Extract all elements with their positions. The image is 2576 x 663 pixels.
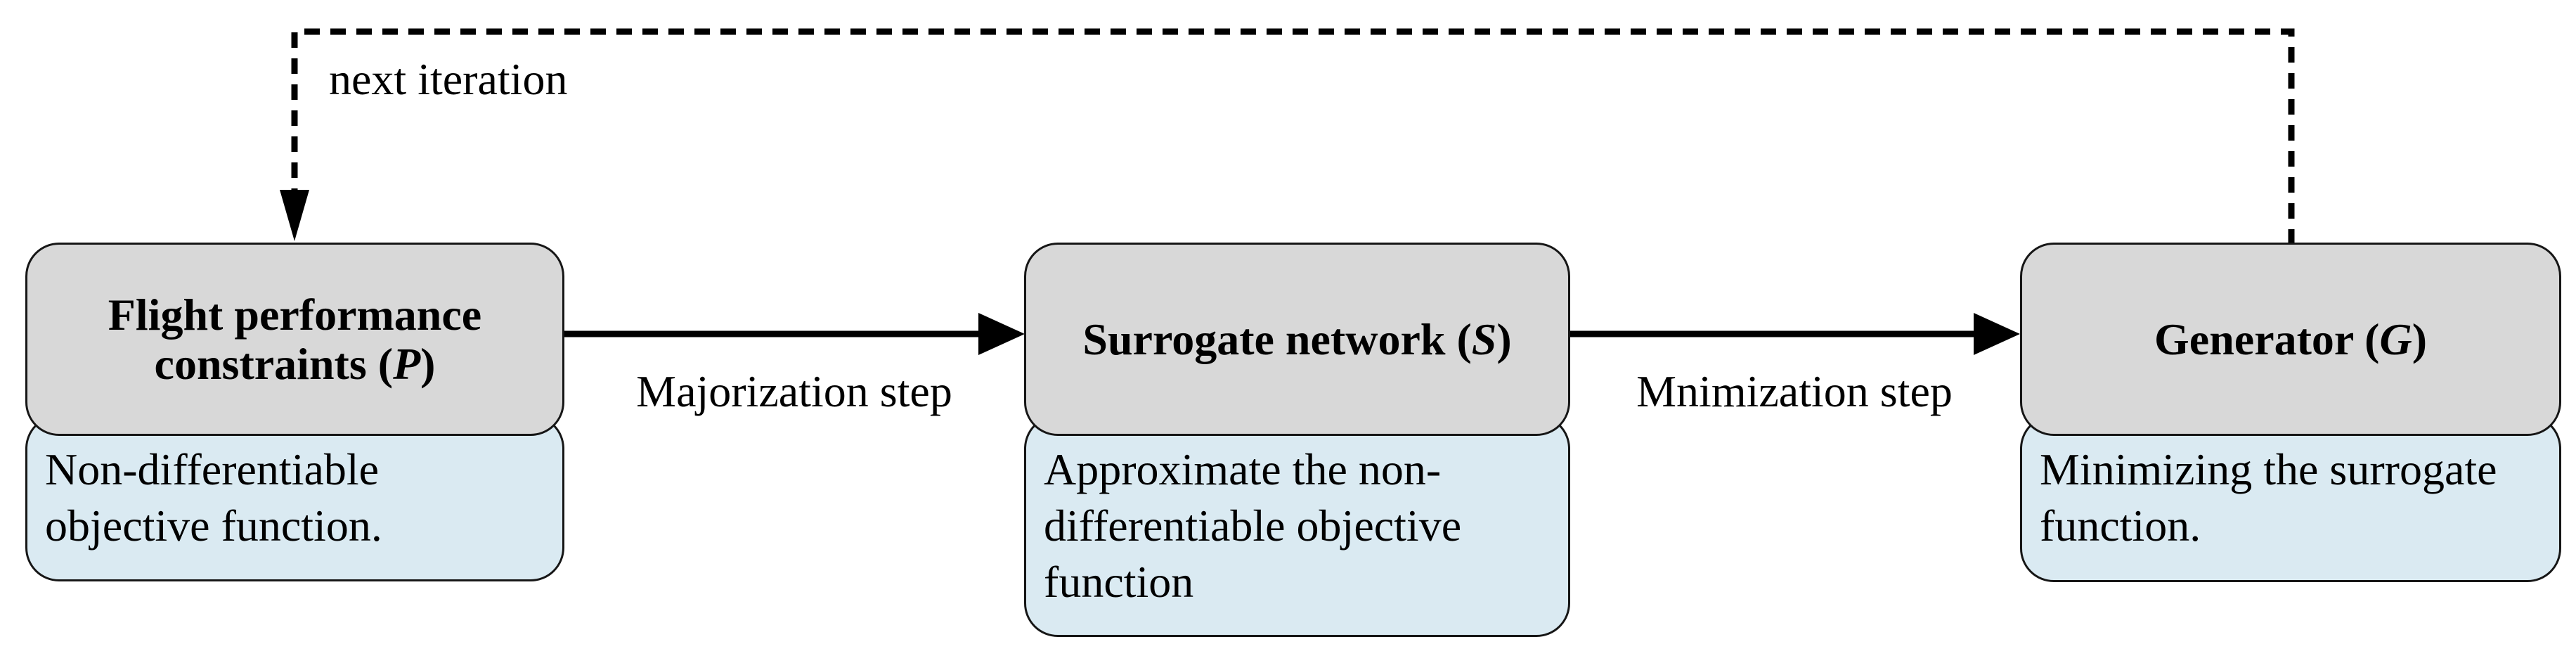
box-generator-title: Generator (G): [2140, 314, 2441, 364]
minimization-step-label: Mnimization step: [1636, 366, 1953, 416]
title-variable: P: [393, 338, 421, 389]
feedback-dashed-path: [291, 28, 2295, 245]
next-iteration-label: next iteration: [329, 54, 568, 104]
title-close-paren: ): [420, 338, 436, 389]
box-generator-header: Generator (G): [2020, 243, 2561, 436]
title-text: Surrogate network (: [1082, 314, 1472, 364]
box-surrogate-network: Surrogate network (S) Approximate the no…: [1024, 243, 1570, 637]
majorization-step-label: Majorization step: [636, 366, 952, 416]
title-text: Generator (: [2154, 314, 2380, 364]
box-surrogate-network-header: Surrogate network (S): [1024, 243, 1570, 436]
title-variable: G: [2379, 314, 2412, 364]
title-text: Flight performance constraints (: [108, 289, 482, 389]
box-generator-description: Minimizing the surrogate function.: [2040, 444, 2497, 551]
box-generator-body-panel: [2020, 415, 2561, 582]
box-flight-performance-constraints: Flight performance constraints (P) Non-d…: [25, 243, 564, 581]
box-generator: Generator (G) Minimizing the surrogate f…: [2020, 243, 2561, 582]
title-close-paren: ): [1496, 314, 1512, 364]
majorization-arrowhead-icon: [978, 313, 1025, 355]
box-flight-performance-header: Flight performance constraints (P): [25, 243, 564, 436]
feedback-arrowhead-icon: [280, 190, 309, 241]
box-flight-performance-title: Flight performance constraints (P): [56, 290, 534, 389]
minimization-arrowhead-icon: [1974, 313, 2020, 355]
box-surrogate-network-body-panel: [1024, 415, 1570, 637]
title-close-paren: ): [2412, 314, 2427, 364]
box-flight-performance-body-panel: [25, 415, 564, 581]
box-surrogate-network-description: Approximate the non-differentiable objec…: [1044, 444, 1462, 607]
box-surrogate-network-title: Surrogate network (S): [1068, 314, 1525, 364]
title-variable: S: [1471, 314, 1497, 364]
box-flight-performance-description: Non-differentiable objective function.: [45, 444, 382, 551]
